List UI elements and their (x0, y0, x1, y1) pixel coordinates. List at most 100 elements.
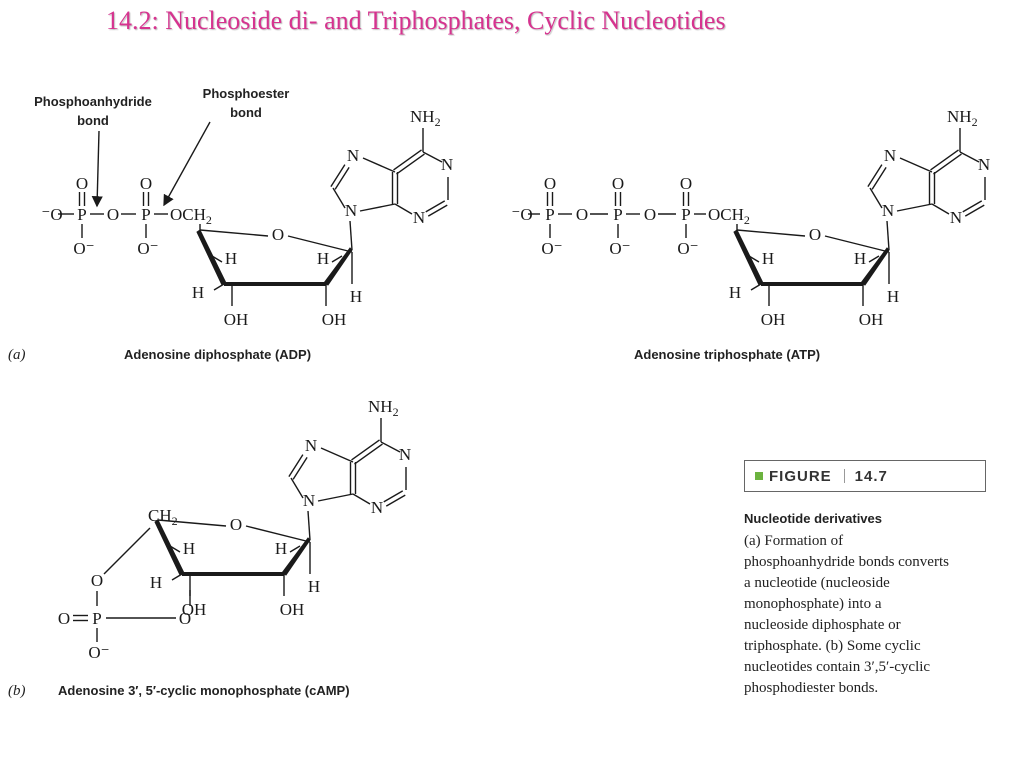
adp-nh2-label: NH2 (410, 107, 441, 129)
camp-glycosidic-bond (307, 510, 311, 541)
atp-ring-bond (931, 203, 950, 215)
camp-ring-bond (380, 441, 401, 453)
camp-n9-label: N (303, 491, 315, 510)
adp-p1-o-label: O (76, 174, 88, 193)
camp-oh-label: OH (182, 600, 207, 619)
atp-h-label: H (729, 283, 741, 302)
adp-h-bond (211, 255, 223, 263)
adp-n3-label: N (413, 208, 425, 227)
atp-o-minus-label: ⁻O (511, 205, 532, 224)
atp-h-label: H (762, 249, 774, 268)
adp-ring-dbond (330, 164, 346, 188)
camp-wedge-bond (154, 519, 185, 576)
atp-ring-bond (896, 203, 933, 212)
atp-h-bond (748, 255, 760, 263)
atp-ring-bond (959, 151, 980, 163)
atp-n7-label: N (884, 146, 896, 165)
atp-ribose-bond (824, 235, 890, 253)
atp-ring-bond (899, 157, 933, 173)
atp-p1-o-label: O (544, 174, 556, 193)
adp-p2-o-label: O (140, 174, 152, 193)
atp-h-label: H (887, 287, 899, 306)
adp-n1-label: N (441, 155, 453, 174)
atp-nh2-label: NH2 (947, 107, 978, 129)
figure-label-box: FIGURE 14.7 (744, 460, 986, 492)
atp-n3-label: N (950, 208, 962, 227)
adp-part-letter: (a) (8, 347, 26, 363)
adp-ring-dbond (334, 166, 350, 190)
camp-h-label: H (150, 573, 162, 592)
camp-p-label: P (92, 609, 101, 628)
atp-h-bond (750, 283, 762, 291)
atp-wedge-bond (860, 247, 890, 286)
camp-h-bond (171, 573, 183, 581)
camp-nh2-label: NH2 (368, 397, 399, 419)
adp-oh-label: OH (322, 310, 347, 329)
adp-h-bond (213, 283, 225, 291)
camp-part-letter: (b) (8, 683, 26, 699)
camp-h-bond (169, 545, 181, 553)
atp-ring-dbond (867, 164, 883, 188)
adp-n9-label: N (345, 201, 357, 220)
camp-ring-dbond (292, 456, 308, 480)
camp-o3-label: O (179, 609, 191, 628)
atp-p2-o-minus-label: O⁻ (609, 239, 630, 258)
adp-p1-p-label: P (77, 205, 86, 224)
camp-ring-dbond (383, 490, 404, 503)
atp-ring-dbond (962, 200, 983, 213)
camp-wedge-bond (281, 537, 311, 576)
adp-ribose-bond (199, 229, 269, 237)
adp-ring-dbond (396, 153, 425, 175)
atp-ribose-bond (736, 229, 806, 237)
atp-ring-dbond (871, 166, 887, 190)
atp-bridge-o-label: O (576, 205, 588, 224)
adp-n7-label: N (347, 146, 359, 165)
camp-ribose-bond (157, 519, 227, 527)
page-title: 14.2: Nucleoside di- and Triphosphates, … (106, 6, 726, 35)
adp-p2-o-minus-label: O⁻ (137, 239, 158, 258)
adp-p1-o-minus-label: O⁻ (73, 239, 94, 258)
figure-square-icon (755, 472, 763, 480)
camp-h-label: H (308, 577, 320, 596)
atp-name-label: Adenosine triphosphate (ATP) (634, 347, 820, 362)
camp-name-label: Adenosine 3′, 5′-cyclic monophosphate (c… (58, 683, 350, 698)
phosphoanhydride-label-2: bond (77, 113, 109, 128)
adp-ring-dbond (425, 200, 446, 213)
figure-number: 14.7 (854, 467, 888, 485)
atp-ring-dbond (930, 149, 959, 171)
adp-o-minus-label: ⁻O (41, 205, 62, 224)
adp-wedge-bond (323, 247, 353, 286)
camp-o-minus-label: O⁻ (88, 643, 109, 662)
atp-och2-label: OCH2 (708, 205, 750, 227)
camp-ring-dbond (385, 494, 406, 507)
atp-n1-label: N (978, 155, 990, 174)
camp-ring-dbond (351, 439, 380, 461)
camp-n3-label: N (371, 498, 383, 517)
adp-h-label: H (192, 283, 204, 302)
atp-p2-p-label: P (613, 205, 622, 224)
atp-n9-label: N (882, 201, 894, 220)
adp-ring-dbond (393, 149, 422, 171)
camp-ribose-bond (245, 525, 311, 543)
adp-p2-p-label: P (141, 205, 150, 224)
camp-h-label: H (275, 539, 287, 558)
adp-ribose-bond (287, 235, 353, 253)
atp-p1-p-label: P (545, 205, 554, 224)
figure-caption: Nucleotide derivatives (a) Formation of … (744, 508, 1004, 699)
camp-oh-label: OH (280, 600, 305, 619)
adp-ring-bond (362, 157, 396, 173)
camp-ring-o-label: O (230, 515, 242, 534)
atp-ring-dbond (933, 153, 962, 175)
caption-title: Nucleotide derivatives (744, 511, 882, 526)
atp-p3-o-label: O (680, 174, 692, 193)
camp-n7-label: N (305, 436, 317, 455)
atp-oh-label: OH (761, 310, 786, 329)
adp-ring-dbond (427, 204, 448, 217)
adp-oh-label: OH (224, 310, 249, 329)
atp-ring-o-label: O (809, 225, 821, 244)
adp-ring-bond (422, 151, 443, 163)
atp-p2-o-label: O (612, 174, 624, 193)
adp-wedge-bond (196, 229, 227, 286)
adp-ring-o-label: O (272, 225, 284, 244)
atp-glycosidic-bond (886, 220, 890, 251)
